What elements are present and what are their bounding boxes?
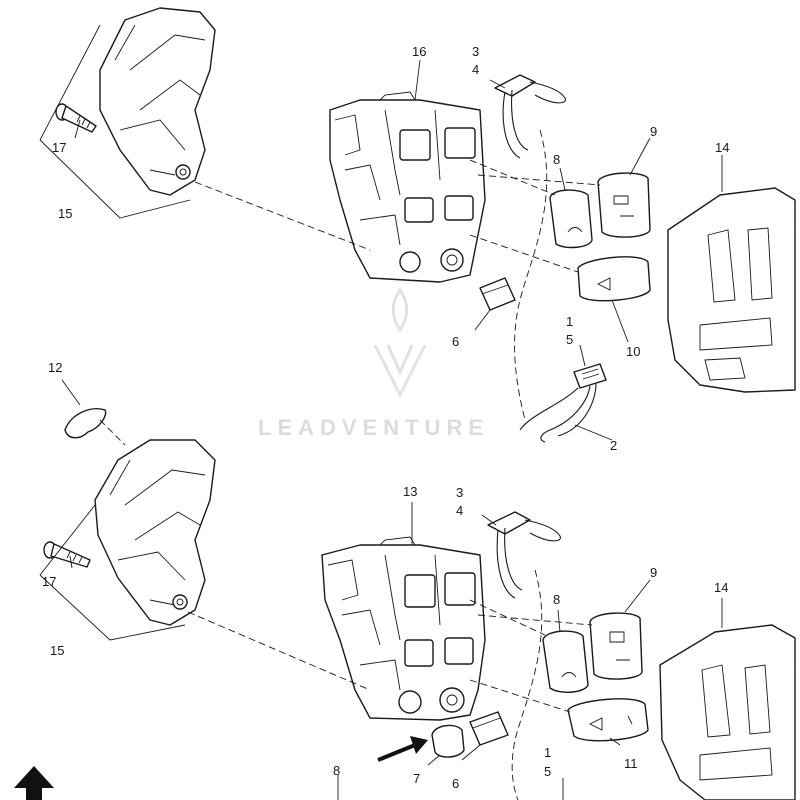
callout-15-lower: 15: [50, 643, 64, 658]
callout-3-lower: 3: [456, 485, 463, 500]
button-cap-9-upper: [597, 172, 651, 238]
callout-12: 12: [48, 360, 62, 375]
connector-lower: [487, 511, 561, 599]
callout-7: 7: [413, 771, 420, 786]
pointer-arrow-icon: [377, 736, 428, 762]
callout-2: 2: [610, 438, 617, 453]
alignment-line-u3: [477, 174, 601, 186]
wire-route-dash-lower: [511, 569, 543, 800]
button-cap-10-upper: [577, 256, 651, 302]
button-cap-8-lower: [542, 630, 589, 693]
watermark-logo: [373, 287, 427, 399]
knob-6-lower: [469, 711, 509, 746]
cap-12: [61, 379, 126, 446]
callout-5-upper: 5: [566, 332, 573, 347]
bracket-line-lower-b: [39, 574, 186, 641]
callout-14-lower: 14: [714, 580, 728, 595]
housing-lower-left: [94, 439, 216, 626]
button-cap-9-lower: [589, 612, 643, 680]
bracket-line-lower-a: [39, 504, 96, 576]
callout-4-upper: 4: [472, 62, 479, 77]
callout-5-lower: 5: [544, 764, 551, 779]
bracket-line-upper-b: [39, 139, 191, 219]
switch-block-lower: [321, 536, 486, 721]
callout-11: 11: [624, 756, 638, 771]
alignment-line-l3: [477, 614, 593, 626]
watermark-text: LEADVENTURE: [258, 415, 489, 440]
screw-upper: [55, 103, 97, 133]
callout-8-upper: 8: [553, 152, 560, 167]
alignment-line-u1: [194, 181, 371, 251]
alignment-line-l1: [187, 611, 371, 691]
button-cap-8-upper: [549, 189, 593, 249]
callout-10: 10: [626, 344, 640, 359]
connector-lower-wire: [519, 363, 607, 443]
callout-9-lower: 9: [650, 565, 657, 580]
button-cap-11-lower: [567, 698, 649, 742]
knob-7-lower: [431, 724, 465, 758]
callout-1-lower: 1: [544, 745, 551, 760]
callout-3-upper: 3: [472, 44, 479, 59]
screw-lower: [43, 541, 91, 568]
callout-1-upper: 1: [566, 314, 573, 329]
callout-16: 16: [412, 44, 426, 59]
callout-15-upper: 15: [58, 206, 72, 221]
callout-14-upper: 14: [715, 140, 729, 155]
callout-4-lower: 4: [456, 503, 463, 518]
connector-upper: [494, 74, 566, 159]
callout-17-upper: 17: [52, 140, 66, 155]
knob-6-upper: [479, 277, 516, 311]
cover-14-lower: [659, 624, 796, 800]
callout-6-upper: 6: [452, 334, 459, 349]
switch-block-upper: [329, 91, 486, 283]
callout-8-bottom: 8: [333, 763, 340, 778]
callout-13: 13: [403, 484, 417, 499]
up-arrow-icon: [14, 766, 54, 800]
cover-14-upper: [667, 187, 796, 393]
alignment-line-u4: [469, 234, 579, 273]
callout-17-lower: 17: [42, 574, 56, 589]
housing-upper-left: [99, 7, 216, 196]
callout-6-lower: 6: [452, 776, 459, 791]
bracket-line-upper-a: [39, 24, 101, 141]
wire-route-dash-upper: [514, 129, 548, 421]
alignment-line-l2: [469, 599, 546, 636]
callout-9-upper: 9: [650, 124, 657, 139]
alignment-line-l4: [469, 679, 571, 713]
callout-8-lower: 8: [553, 592, 560, 607]
